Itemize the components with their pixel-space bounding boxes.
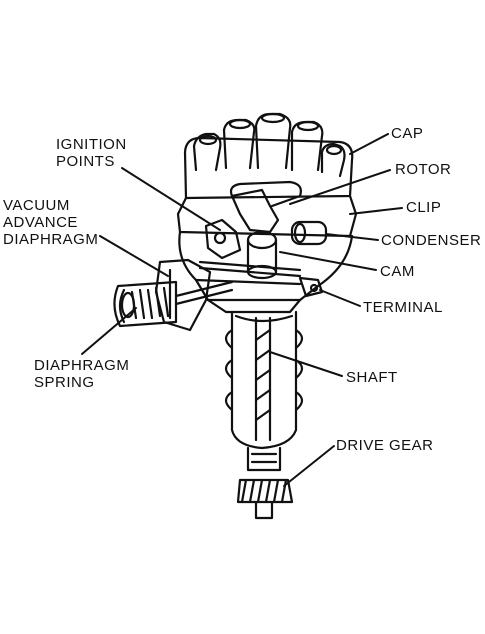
leader-vacuum xyxy=(99,235,169,277)
label-clip: CLIP xyxy=(406,199,442,216)
leader-clip xyxy=(349,207,403,215)
label-shaft: SHAFT xyxy=(346,369,398,386)
leader-drive-gear xyxy=(283,445,335,487)
leader-rotor xyxy=(289,169,391,205)
label-cap: CAP xyxy=(391,125,424,142)
leader-condenser xyxy=(325,233,379,241)
label-ignition-points: IGNITION POINTS xyxy=(56,136,127,170)
label-cam: CAM xyxy=(380,263,415,280)
label-rotor: ROTOR xyxy=(395,161,452,178)
leader-ignition-points xyxy=(121,167,221,231)
vacuum-advance-unit xyxy=(113,258,234,332)
drive-gear xyxy=(236,478,294,520)
leader-diaphragm-spring xyxy=(81,307,137,355)
label-terminal: TERMINAL xyxy=(363,299,443,316)
body-housing xyxy=(178,180,354,314)
leader-terminal xyxy=(319,289,361,307)
cap-shape xyxy=(176,112,358,238)
label-vacuum-advance-diaphragm: VACUUM ADVANCE DIAPHRAGM xyxy=(3,197,99,248)
label-diaphragm-spring: DIAPHRAGM SPRING xyxy=(34,357,130,391)
shaft-housing xyxy=(224,310,304,472)
leader-shaft xyxy=(269,351,343,377)
leader-cap xyxy=(349,133,389,155)
label-drive-gear: DRIVE GEAR xyxy=(336,437,434,454)
label-condenser: CONDENSER xyxy=(381,232,482,249)
leader-cam xyxy=(279,251,377,271)
